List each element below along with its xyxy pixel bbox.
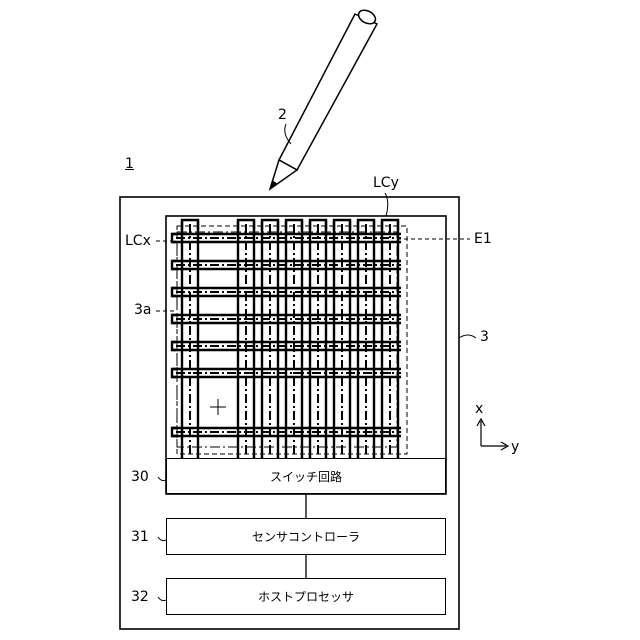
- switch-circuit-block: スイッチ回路: [166, 458, 446, 494]
- sensor-panel-outline: [166, 216, 446, 494]
- label-pen: 2: [278, 107, 287, 123]
- label-lcx: LCx: [125, 233, 151, 249]
- label-axis-x: x: [475, 401, 483, 417]
- label-device-number: 1: [125, 156, 134, 172]
- sensor-controller-block: センサコントローラ: [166, 518, 446, 555]
- label-lcy: LCy: [373, 175, 399, 191]
- xy-axes: [477, 419, 508, 450]
- label-sensor-panel: 3: [480, 329, 489, 345]
- touch-point-cross: [210, 399, 226, 415]
- label-switch-ref: 30: [131, 469, 149, 485]
- label-host-ref: 32: [131, 589, 149, 605]
- label-e1: E1: [474, 231, 492, 247]
- label-sensor-area: 3a: [134, 302, 152, 318]
- label-axis-y: y: [511, 439, 519, 455]
- stylus-pen: [270, 7, 378, 189]
- host-processor-block: ホストプロセッサ: [166, 578, 446, 615]
- electrode-grid: [172, 220, 401, 458]
- label-controller-ref: 31: [131, 529, 149, 545]
